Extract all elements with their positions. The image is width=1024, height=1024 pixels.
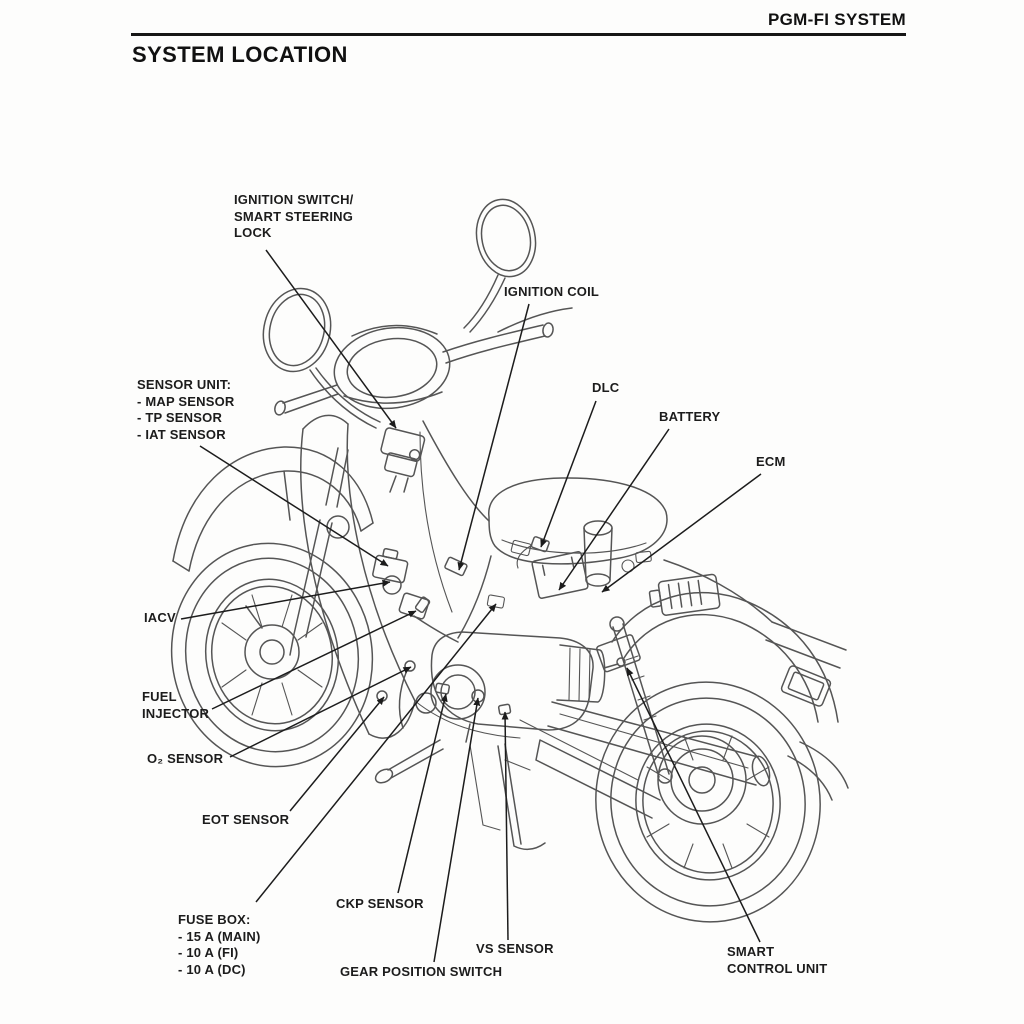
- rear-fender: [611, 559, 839, 723]
- leader-gear-position: [433, 697, 481, 963]
- leader-dlc: [540, 400, 597, 548]
- left-mirror: [262, 287, 381, 429]
- dlc-connector: [530, 536, 550, 553]
- front-fender: [172, 446, 374, 572]
- rear-wheel: [595, 681, 821, 923]
- leader-ecm: [601, 473, 762, 593]
- label-ignition-coil: IGNITION COIL: [504, 284, 600, 299]
- label-o2-sensor: O₂ SENSOR: [147, 751, 224, 766]
- label-iacv: IACV: [144, 610, 176, 625]
- leader-vs-sensor: [501, 711, 509, 941]
- page-header: PGM-FI SYSTEM: [767, 10, 906, 29]
- page-title: SYSTEM LOCATION: [132, 42, 348, 67]
- muffler: [547, 701, 771, 787]
- leader-ignition-coil: [457, 303, 530, 571]
- leader-fuse-box: [255, 603, 497, 903]
- leader-iacv: [180, 579, 391, 620]
- right-mirror: [463, 198, 537, 333]
- leader-eot-sensor: [289, 696, 385, 812]
- label-fuse-box: FUSE BOX: - 15 A (MAIN) - 10 A (FI) - 10…: [178, 912, 261, 977]
- side-stand: [469, 743, 546, 851]
- handlebar: [274, 307, 573, 416]
- label-gear-position-switch: GEAR POSITION SWITCH: [340, 964, 503, 979]
- ecm-unit: [583, 520, 613, 587]
- leader-smart-control: [626, 667, 761, 943]
- engine: [372, 547, 626, 743]
- leader-lines: [180, 249, 762, 963]
- label-sensor-unit: SENSOR UNIT: - MAP SENSOR - TP SENSOR - …: [137, 377, 235, 442]
- leader-fuel-injector: [211, 610, 417, 710]
- leader-ignition-switch: [265, 249, 397, 429]
- leg-shield: [300, 414, 416, 739]
- leader-o2-sensor: [229, 666, 412, 758]
- relay-box: [648, 573, 721, 616]
- label-smart-control-unit: SMART CONTROL UNIT: [727, 944, 828, 976]
- headlight: [333, 326, 451, 410]
- seat: [488, 477, 668, 565]
- leader-battery: [558, 428, 670, 591]
- battery-unit: [531, 551, 589, 599]
- label-fuel-injector: FUEL INJECTOR: [142, 689, 210, 721]
- label-ignition-switch: IGNITION SWITCH/ SMART STEERING LOCK: [234, 192, 354, 240]
- ignition-switch-unit: [380, 427, 426, 478]
- leader-ckp-sensor: [397, 693, 448, 894]
- label-vs-sensor: VS SENSOR: [476, 941, 554, 956]
- label-eot-sensor: EOT SENSOR: [202, 812, 290, 827]
- label-ecm: ECM: [756, 454, 786, 469]
- rear-shock: [609, 616, 673, 784]
- label-dlc: DLC: [592, 380, 620, 395]
- label-ckp-sensor: CKP SENSOR: [336, 896, 424, 911]
- header-rule: [131, 33, 906, 36]
- label-battery: BATTERY: [659, 409, 721, 424]
- leader-sensor-unit: [199, 445, 389, 567]
